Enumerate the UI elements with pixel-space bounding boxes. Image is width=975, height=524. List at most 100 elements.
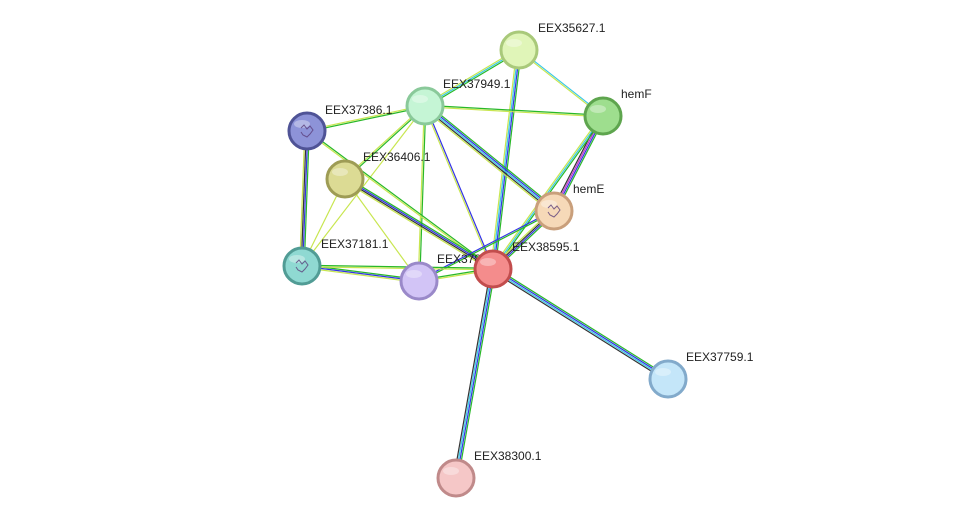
node-label: hemF (621, 87, 652, 101)
node-highlight (443, 467, 459, 475)
edge-evidence-line (422, 107, 553, 214)
edge-evidence-line (344, 178, 420, 282)
edge-evidence-line (492, 269, 668, 381)
node-circle[interactable] (399, 261, 439, 301)
edge-evidence-line (307, 106, 426, 133)
node-highlight (655, 368, 671, 376)
node-highlight (289, 255, 305, 263)
edge-evidence-line (419, 106, 427, 282)
edge-evidence-line (456, 269, 495, 479)
protein-structure-icon (295, 259, 309, 273)
edge-evidence-line (343, 180, 493, 272)
node-highlight (294, 120, 310, 128)
node-highlight (506, 39, 522, 47)
edge-evidence-line (302, 264, 494, 269)
node-highlight (480, 258, 496, 266)
edge-evidence-line (301, 265, 420, 282)
node-circle[interactable] (473, 249, 513, 289)
node-eex38595-1[interactable]: EEX38595.1 (473, 240, 580, 289)
node-circle[interactable] (325, 159, 365, 199)
edge-evidence-line (493, 266, 670, 378)
node-label: EEX38595.1 (512, 240, 580, 254)
node-eex36406-1[interactable]: EEX36406.1 (325, 150, 431, 199)
edge-evidence-line (301, 266, 493, 271)
edge-evidence-line (494, 50, 522, 270)
edge-evidence-line (423, 106, 493, 270)
node-circle[interactable] (534, 191, 574, 231)
node-circle[interactable] (405, 86, 445, 126)
protein-structure-icon (300, 124, 314, 138)
edge-evidence-line (453, 268, 492, 478)
edge-evidence-line (426, 103, 557, 210)
node-layer: EEX35627.1 hemF EEX37949.1EEX37386.1EEX364… (282, 21, 754, 498)
edge-eex37386-1-eex37181-1[interactable] (299, 130, 310, 267)
node-highlight (412, 95, 428, 103)
edge-evidence-line (301, 266, 419, 284)
edge-eex37949-1-heme[interactable] (422, 103, 557, 214)
edge-evidence-line (454, 268, 493, 478)
edge-evidence-line (425, 105, 495, 269)
node-label: EEX36406.1 (363, 150, 431, 164)
edge-evidence-line (491, 49, 519, 269)
edge-evidence-line (345, 177, 494, 269)
node-label: EEX35627.1 (538, 21, 606, 35)
edge-evidence-line (306, 104, 425, 131)
node-circle[interactable] (287, 111, 327, 151)
edge-evidence-line (425, 104, 604, 116)
node-eex38300-1[interactable]: EEX38300.1 (436, 449, 542, 498)
node-circle[interactable] (648, 359, 688, 399)
edge-evidence-line (424, 106, 603, 118)
edge-evidence-line (303, 131, 310, 267)
node-eex37949-1[interactable]: EEX37949.1 (405, 77, 511, 126)
edge-eex37949-1-hemf[interactable] (424, 104, 604, 118)
edge-eex35627-1-eex38595-1[interactable] (490, 49, 522, 270)
edge-evidence-line (299, 130, 306, 266)
edge-evidence-line (419, 211, 555, 283)
node-heme[interactable]: hemE (534, 182, 604, 231)
node-eex35627-1[interactable]: EEX35627.1 (499, 21, 606, 70)
edge-eex37949-1-eex37817-1[interactable] (417, 105, 427, 282)
edge-evidence-line (302, 131, 309, 267)
edge-evidence-line (424, 105, 555, 212)
edge-eex37949-1-eex38595-1[interactable] (423, 105, 495, 270)
node-eex37759-1[interactable]: EEX37759.1 (648, 350, 754, 399)
edge-eex38595-1-eex37759-1[interactable] (491, 266, 670, 382)
node-label: EEX37181.1 (321, 237, 389, 251)
node-highlight (332, 168, 348, 176)
node-label: EEX37759.1 (686, 350, 754, 364)
node-highlight (590, 105, 606, 113)
edge-evidence-line (493, 267, 669, 379)
edge-evidence-line (490, 49, 518, 269)
node-label: EEX37386.1 (325, 103, 393, 117)
edge-evidence-line (301, 105, 426, 267)
edge-eex37949-1-eex37181-1[interactable] (301, 105, 426, 267)
edge-eex37181-1-eex38595-1[interactable] (301, 264, 494, 271)
node-highlight (406, 270, 422, 278)
node-label: hemE (573, 182, 604, 196)
node-circle[interactable] (436, 458, 476, 498)
protein-structure-icon (547, 204, 561, 218)
edge-evidence-line (491, 270, 668, 382)
node-hemf[interactable]: hemF (583, 87, 652, 136)
node-label: EEX37949.1 (443, 77, 511, 91)
edge-eex38595-1-eex38300-1[interactable] (453, 268, 496, 479)
edge-evidence-line (300, 130, 307, 266)
edge-evidence-line (491, 114, 603, 269)
edge-evidence-line (457, 269, 496, 479)
node-circle[interactable] (282, 246, 322, 286)
edge-eex36406-1-eex37817-1[interactable] (344, 178, 420, 282)
edge-evidence-line (345, 176, 495, 268)
edge-evidence-line (307, 129, 494, 269)
edge-eex37949-1-eex37386-1[interactable] (306, 104, 426, 133)
node-label: EEX38300.1 (474, 449, 542, 463)
node-eex37181-1[interactable]: EEX37181.1 (282, 237, 389, 286)
node-circle[interactable] (583, 96, 623, 136)
edge-evidence-line (425, 104, 556, 211)
node-highlight (541, 200, 557, 208)
edge-evidence-line (493, 50, 521, 270)
edge-evidence-line (417, 105, 425, 281)
node-eex37386-1[interactable]: EEX37386.1 (287, 103, 393, 151)
edge-evidence-line (423, 106, 554, 213)
node-circle[interactable] (499, 30, 539, 70)
